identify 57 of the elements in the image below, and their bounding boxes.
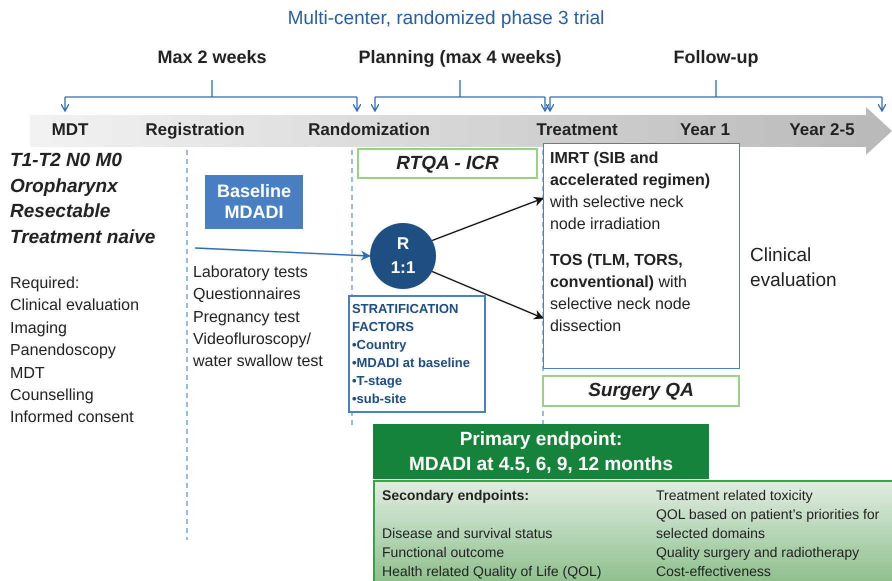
timeline-label: Year 1 — [680, 120, 730, 140]
phase-label: Follow-up — [674, 47, 758, 68]
list-item: Laboratory tests — [193, 263, 308, 283]
timeline-label: Treatment — [536, 120, 618, 140]
list-item: •Country — [352, 336, 408, 354]
list-item: Functional outcome — [382, 543, 506, 562]
quality-assurance-box — [357, 148, 538, 179]
phase-label: Max 2 weeks — [157, 47, 267, 68]
list-item: Disease and survival status — [382, 524, 554, 543]
list-item: Health related Quality of Life (QOL) — [382, 562, 602, 581]
list-item: QOL based on patient’s priorities for selected domains — [656, 505, 880, 543]
timeline-label: Randomization — [308, 120, 430, 140]
list-item: Questionnaires — [193, 285, 301, 306]
list-item: Pregnancy test — [193, 308, 300, 328]
list-item: Panendoscopy — [10, 341, 116, 362]
panel-heading: Secondary endpoints: — [382, 486, 530, 505]
node-label: RTQA - ICR — [396, 152, 499, 174]
arm-description: TOS (TLM, TORS, conventional) with selective neck node dissection — [550, 251, 692, 337]
baseline-box — [205, 175, 303, 229]
arrow — [432, 196, 544, 242]
phase-label: Planning (max 4 weeks) — [358, 47, 562, 68]
eligibility-criterion: Treatment naive — [10, 226, 156, 248]
node-label: Baseline MDADI — [216, 181, 292, 223]
node-label: Surgery QA — [588, 380, 694, 402]
stratification-box — [348, 295, 486, 413]
timeline-label: Year 2-5 — [789, 120, 855, 140]
list-item: Counselling — [10, 386, 94, 406]
list-item: Cost-effectiveness — [656, 562, 772, 581]
eligibility-criterion: Resectable — [10, 201, 110, 223]
diagram-title: Multi-center, randomized phase 3 trial — [286, 8, 606, 30]
list-item: •MDADI at baseline — [352, 354, 471, 372]
node-label: MDADI at 4.5, 6, 9, 12 months — [409, 452, 673, 476]
list-item: Treatment related toxicity — [656, 486, 814, 505]
secondary-endpoints-panel — [373, 480, 892, 581]
list-item: Clinical evaluation — [10, 296, 139, 316]
arm-description: IMRT (SIB and accelerated regimen) with selective neck node irradiation — [550, 149, 712, 235]
primary-endpoint-box — [373, 424, 709, 479]
node-label: R 1:1 — [390, 233, 416, 279]
list-item: MDT — [10, 364, 45, 384]
arrow — [194, 247, 371, 261]
node-label: Primary endpoint: — [460, 428, 622, 452]
list-item: •sub-site — [352, 390, 408, 408]
treatment-arms-box — [543, 143, 740, 369]
arrow — [432, 270, 544, 320]
list-item: Quality surgery and radiotherapy — [656, 543, 860, 562]
list-item: •T-stage — [352, 372, 404, 390]
timeline-label: MDT — [52, 120, 88, 140]
list-item: Required: — [10, 274, 80, 294]
note-text: Clinical evaluation — [750, 244, 838, 293]
eligibility-criterion: T1-T2 N0 M0 — [10, 150, 122, 172]
list-item: Videofluroscopy/ water swallow test — [193, 330, 324, 372]
timeline-label: Registration — [145, 120, 245, 140]
eligibility-criterion: Oropharynx — [10, 176, 118, 198]
list-item: Imaging — [10, 318, 67, 339]
box-heading: STRATIFICATION FACTORS — [352, 300, 460, 336]
list-item: Informed consent — [10, 408, 134, 428]
quality-assurance-box — [542, 375, 740, 407]
